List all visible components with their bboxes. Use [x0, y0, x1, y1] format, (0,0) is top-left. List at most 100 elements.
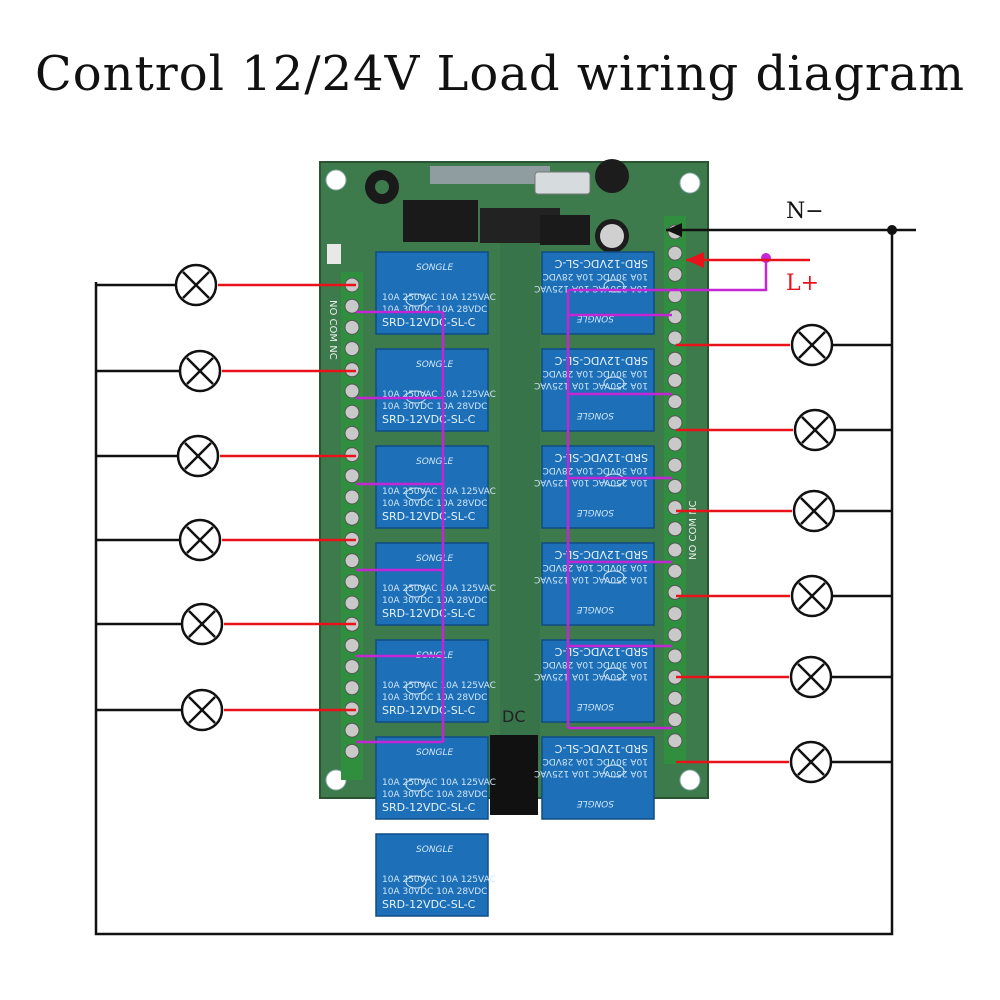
- dc-label: DC: [502, 707, 526, 726]
- black-wiring: [94, 225, 916, 936]
- terminal-screw: [667, 394, 683, 410]
- terminal-screw: [667, 309, 683, 325]
- junction-dot: [887, 225, 897, 235]
- terminal-screw: [667, 245, 683, 261]
- relay-rating-ac: 10A 250VAC 10A 125VAC: [534, 574, 648, 584]
- terminal-screw: [344, 659, 360, 675]
- magenta-com-bus: [441, 253, 771, 742]
- relay-rating-dc: 10A 30VDC 10A 28VDC: [543, 368, 648, 378]
- mount-hole: [679, 172, 701, 194]
- lamps: [174, 263, 837, 784]
- terminal-screw: [667, 584, 683, 600]
- terminal-screw: [344, 510, 360, 526]
- terminal-screw: [667, 372, 683, 388]
- relay-rating-dc: 10A 30VDC 10A 28VDC: [382, 693, 487, 703]
- lamp-left-4: [178, 518, 222, 562]
- relay-model: SRD-12VDC-SL-C: [382, 607, 476, 620]
- relay-rating-ac: 10A 250VAC 10A 125VAC: [382, 390, 496, 400]
- positive-supply: [666, 223, 810, 268]
- relay-rating-ac: 10A 250VAC 10A 125VAC: [534, 380, 648, 390]
- relay-model: SRD-12VDC-SL-C: [554, 742, 648, 755]
- terminal-screw: [667, 606, 683, 622]
- terminal-screw: [667, 415, 683, 431]
- lamp-right-4: [790, 574, 834, 618]
- relay-rating-ac: 10A 250VAC 10A 125VAC: [534, 768, 648, 778]
- terminal-screw: [667, 330, 683, 346]
- relay-rating-ac: 10A 250VAC 10A 125VAC: [382, 778, 496, 788]
- return-bus-wire: [94, 230, 894, 936]
- terminal-screw: [344, 680, 360, 696]
- relay-model: SRD-12VDC-SL-C: [382, 413, 476, 426]
- relay-rating-ac: 10A 250VAC 10A 125VAC: [534, 477, 648, 487]
- lamp-right-1: [790, 323, 834, 367]
- relay-model: SRD-12VDC-SL-C: [554, 354, 648, 367]
- terminal-screw: [667, 288, 683, 304]
- relay-model: SRD-12VDC-SL-C: [382, 704, 476, 717]
- relay-right-4: SONGLE 10A 250VAC 10A 125VAC 10A 30VDC 10A…: [534, 542, 655, 626]
- lamp-left-1: [174, 263, 218, 307]
- left-pin-label: NO COM NC: [327, 300, 338, 360]
- terminal-screw: [344, 383, 360, 399]
- junction-dot: [761, 253, 771, 263]
- terminal-screw: [667, 500, 683, 516]
- relay-model: SRD-12VDC-SL-C: [382, 898, 476, 911]
- connector: [327, 244, 341, 264]
- terminal-screw: [344, 404, 360, 420]
- terminal-screw: [667, 266, 683, 282]
- lamp-left-6: [180, 688, 224, 732]
- terminal-screw: [667, 627, 683, 643]
- relay-rating-ac: 10A 250VAC 10A 125VAC: [534, 671, 648, 681]
- relay-rating-ac: 10A 250VAC 10A 125VAC: [382, 487, 496, 497]
- ic-chip: [540, 215, 590, 245]
- relay-model: SRD-12VDC-SL-C: [382, 510, 476, 523]
- mount-hole: [679, 769, 701, 791]
- terminal-screw: [667, 542, 683, 558]
- terminal-screw: [344, 341, 360, 357]
- terminal-screw: [344, 553, 360, 569]
- terminal-screw: [667, 521, 683, 537]
- relays: SONGLE 10A 250VAC 10A 125VAC 10A 30VDC 10A…: [375, 251, 655, 917]
- relay-rating-dc: 10A 30VDC 10A 28VDC: [543, 659, 648, 669]
- negative-label: N−: [786, 199, 824, 224]
- page-title: Control 12/24V Load wiring diagram: [34, 46, 966, 102]
- relay-brand: SONGLE: [576, 701, 614, 711]
- relay-brand: SONGLE: [576, 604, 614, 614]
- right-pin-label: NO COM NC: [688, 500, 699, 560]
- arrow-icon: [666, 223, 682, 237]
- ic-chip: [403, 200, 478, 242]
- relay-brand: SONGLE: [416, 360, 454, 370]
- relay-rating-ac: 10A 250VAC 10A 125VAC: [382, 681, 496, 691]
- relay-brand: SONGLE: [416, 554, 454, 564]
- lamp-left-5: [180, 602, 224, 646]
- relay-model: SRD-12VDC-SL-C: [382, 801, 476, 814]
- relay-rating-dc: 10A 30VDC 10A 28VDC: [382, 790, 487, 800]
- relay-brand: SONGLE: [576, 410, 614, 420]
- relay-model: SRD-12VDC-SL-C: [554, 645, 648, 658]
- load-wires: [96, 283, 892, 764]
- relay-brand: SONGLE: [416, 845, 454, 855]
- mount-hole: [325, 169, 347, 191]
- relay-rating-dc: 10A 30VDC 10A 28VDC: [543, 562, 648, 572]
- terminal-screw: [344, 637, 360, 653]
- terminal-screw: [344, 743, 360, 759]
- relay-right-2: SONGLE 10A 250VAC 10A 125VAC 10A 30VDC 10A…: [534, 348, 655, 432]
- relay-rating-dc: 10A 30VDC 10A 28VDC: [382, 305, 487, 315]
- terminal-screw: [344, 722, 360, 738]
- relay-rating-dc: 10A 30VDC 10A 28VDC: [382, 887, 487, 897]
- lamp-right-5: [789, 655, 833, 699]
- relay-brand: SONGLE: [576, 798, 614, 808]
- lamp-right-6: [789, 740, 833, 784]
- terminal-screw: [667, 478, 683, 494]
- terminal-screw: [344, 595, 360, 611]
- relay-model: SRD-12VDC-SL-C: [554, 257, 648, 270]
- relay-model: SRD-12VDC-SL-C: [382, 316, 476, 329]
- lamp-left-2: [178, 349, 222, 393]
